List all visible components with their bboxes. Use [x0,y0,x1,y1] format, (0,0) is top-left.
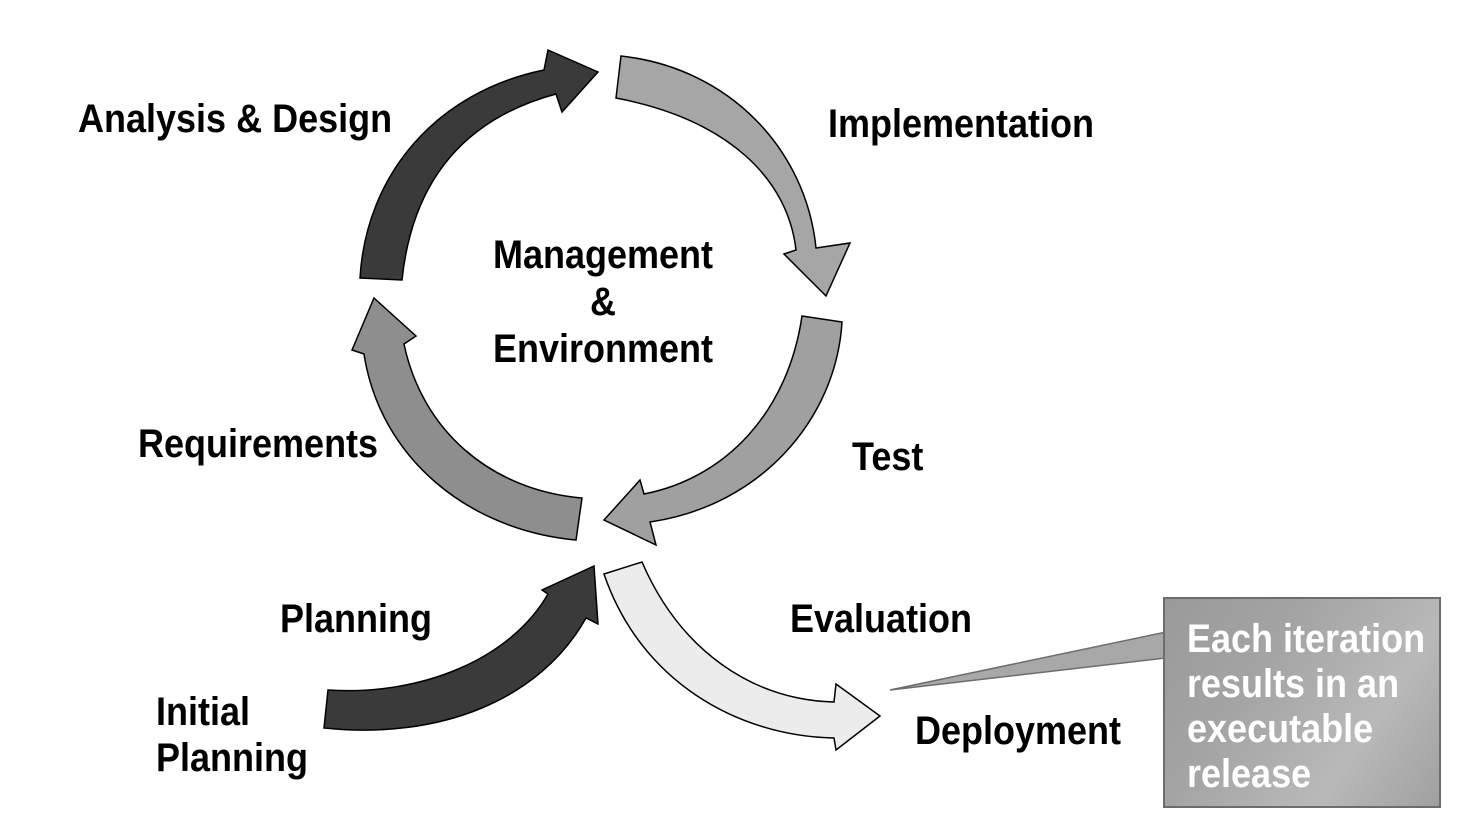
evaluation-label: Evaluation [790,597,973,641]
initial-planning-label: Initial Planning [156,689,308,781]
center-line-2: & [589,280,616,324]
management-environment-label: Management & Environment [493,232,713,373]
callout-line-2: results in an [1187,662,1400,706]
initial-planning-line-1: Initial [156,690,251,734]
test-arrow [602,315,843,547]
initial-planning-line-2: Planning [156,736,309,780]
center-line-3: Environment [492,327,714,371]
deployment-arrow [603,561,882,752]
planning-label: Planning [280,597,433,641]
callout-text: Each iteration results in an executable … [1187,617,1425,797]
callout-box [1163,597,1441,808]
implementation-label: Implementation [828,102,1095,146]
callout-line-4: release [1187,752,1312,796]
implementation-arrow [615,55,852,298]
requirements-label: Requirements [138,422,379,466]
analysis-design-label: Analysis & Design [78,97,393,141]
callout-line-1: Each iteration [1187,617,1426,661]
test-label: Test [852,435,924,479]
analysis-design-arrow [359,48,600,281]
deployment-label: Deployment [915,709,1122,753]
initial-planning-arrow [323,564,599,731]
requirements-arrow [350,296,583,541]
center-line-1: Management [492,233,714,277]
callout-line-3: executable [1187,707,1374,751]
